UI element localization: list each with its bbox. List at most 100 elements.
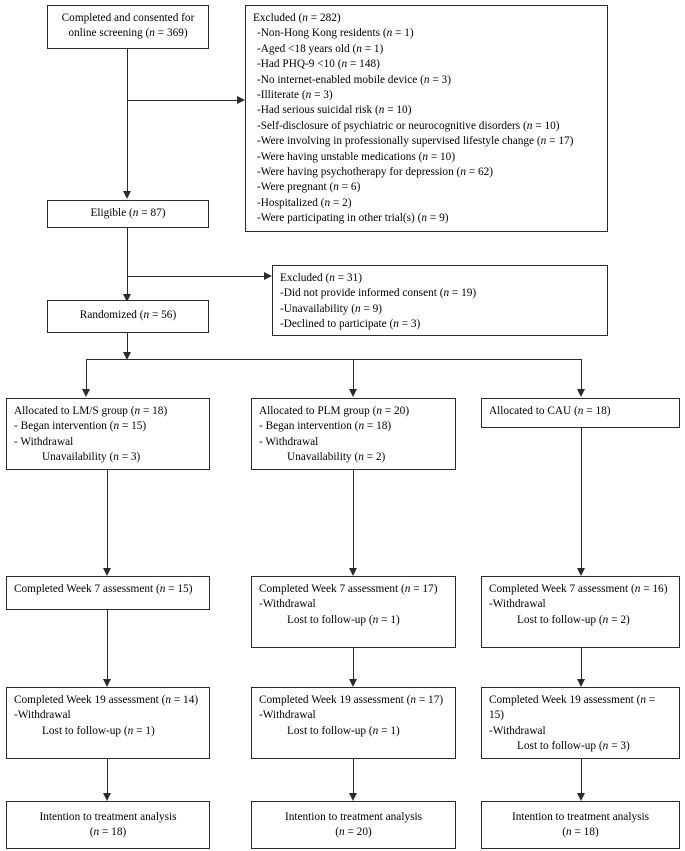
connector-plm-week7-to-week19 [353,648,354,680]
arrowhead-alloc-plm [349,389,357,397]
node-week7-plm: Completed Week 7 assessment (n = 17) -Wi… [251,576,456,648]
alloc-lms-line-3: - Withdrawal [14,435,74,448]
arrowhead-excluded-screening [237,96,245,104]
excluded-screening-item: -Were having psychotherapy for depressio… [257,166,494,179]
alloc-lms-line-1: Allocated to LM/S group (n = 18) [14,405,168,417]
week19-plm-line-1: Completed Week 19 assessment (n = 17) [259,694,444,706]
arrowhead-eligible [123,191,131,199]
arrowhead-week7-plm [349,568,357,576]
excluded-screening-item: -No internet-enabled mobile device (n = … [257,73,451,86]
excluded-screening-header: Excluded (n = 282) [253,12,341,24]
alloc-plm-line-4: Unavailability (n = 2) [287,451,386,464]
connector-lms-week7-to-week19 [107,610,108,680]
arrowhead-itt-cau [577,793,585,801]
itt-cau-line-1: Intention to treatment analysis [511,811,650,823]
excluded-screening-item: -Had serious suicidal risk (n = 10) [257,104,412,117]
arrowhead-week19-cau [577,679,585,687]
node-itt-plm: Intention to treatment analysis (n = 20) [251,801,456,849]
excluded-screening-item: -Self-disclosure of psychiatric or neuro… [257,119,560,132]
week19-cau-line-3: Lost to follow-up (n = 3) [517,740,630,753]
excluded-screening-item: -Hospitalized (n = 2) [257,196,352,209]
node-week7-cau: Completed Week 7 assessment (n = 16) -Wi… [481,576,680,648]
connector-eligible-to-randomized [127,228,128,295]
connector-plm-week19-to-itt [353,759,354,794]
alloc-lms-line-2: - Began intervention (n = 15) [14,420,147,433]
node-randomized: Randomized (n = 56) [47,300,209,333]
connector-cau-week7-to-week19 [581,648,582,680]
week19-lms-line-2: -Withdrawal [14,709,71,722]
excluded-screening-item: -Were participating in other trial(s) (n… [257,212,449,225]
week7-lms-line-1: Completed Week 7 assessment (n = 15) [14,583,193,595]
node-screened: Completed and consented for online scree… [47,5,209,49]
node-itt-lms: Intention to treatment analysis (n = 18) [6,801,210,849]
connector-lms-week19-to-itt [107,759,108,794]
week19-plm-line-2: -Withdrawal [259,709,316,722]
node-eligible: Eligible (n = 87) [47,200,209,228]
itt-plm-line-2: (n = 20) [335,826,372,839]
alloc-plm-line-2: - Began intervention (n = 18) [259,420,392,433]
connector-screened-to-excluded [127,100,237,101]
connector-eligible-to-excluded2 [127,276,264,277]
excluded-randomization-item: -Unavailability (n = 9) [280,302,383,315]
excluded-screening-item: -Were having unstable medications (n = 1… [257,150,456,163]
connector-bus-to-lms [86,359,87,390]
week7-cau-line-1: Completed Week 7 assessment (n = 16) [489,583,668,595]
arrowhead-allocation-bus [123,352,131,360]
excluded-screening-item: -Were pregnant (n = 6) [257,181,361,194]
connector-cau-alloc-to-week7 [581,428,582,569]
arrowhead-week7-cau [577,568,585,576]
node-screened-line-2: online screening (n = 369) [68,27,188,40]
node-week7-lms: Completed Week 7 assessment (n = 15) [6,576,210,610]
arrowhead-week19-lms [103,679,111,687]
week7-plm-line-2: -Withdrawal [259,598,316,611]
arrowhead-week19-plm [349,679,357,687]
alloc-plm-line-3: - Withdrawal [259,435,319,448]
arrowhead-randomized [123,294,131,302]
arrowhead-week7-lms [103,568,111,576]
week7-plm-line-1: Completed Week 7 assessment (n = 17) [259,583,438,595]
node-week19-plm: Completed Week 19 assessment (n = 17) -W… [251,687,456,759]
itt-plm-line-1: Intention to treatment analysis [284,811,423,823]
node-eligible-line-1: Eligible (n = 87) [90,207,166,219]
allocation-bus [86,359,581,360]
excluded-screening-item: -Illiterate (n = 3) [257,89,333,102]
connector-randomized-down [127,333,128,353]
week19-cau-line-1: Completed Week 19 assessment (n = 15) [489,694,656,722]
node-week19-cau: Completed Week 19 assessment (n = 15) -W… [481,687,680,759]
connector-lms-alloc-to-week7 [107,470,108,569]
arrowhead-itt-plm [349,793,357,801]
arrowhead-alloc-lms [82,389,90,397]
node-week19-lms: Completed Week 19 assessment (n = 14) -W… [6,687,210,759]
node-screened-line-1: Completed and consented for [61,12,195,24]
excluded-screening-item: -Had PHQ-9 <10 (n = 148) [257,58,380,71]
excluded-screening-item: -Non-Hong Kong residents (n = 1) [257,27,414,40]
connector-bus-to-plm [353,359,354,390]
node-itt-cau: Intention to treatment analysis (n = 18) [481,801,680,849]
itt-lms-line-2: (n = 18) [89,826,127,839]
excluded-screening-item: -Aged <18 years old (n = 1) [257,42,384,55]
week19-lms-line-1: Completed Week 19 assessment (n = 14) [14,694,199,706]
excluded-randomization-header: Excluded (n = 31) [280,272,362,284]
node-randomized-line-1: Randomized (n = 56) [79,309,177,321]
node-excluded-screening: Excluded (n = 282) -Non-Hong Kong reside… [245,5,608,232]
node-alloc-cau: Allocated to CAU (n = 18) [481,398,680,428]
excluded-randomization-item: -Declined to participate (n = 3) [280,318,421,331]
week7-plm-line-3: Lost to follow-up (n = 1) [287,613,400,626]
itt-lms-line-1: Intention to treatment analysis [39,811,177,823]
node-excluded-randomization: Excluded (n = 31) -Did not provide infor… [272,265,608,336]
node-alloc-lms: Allocated to LM/S group (n = 18) - Began… [6,398,210,470]
alloc-lms-line-4: Unavailability (n = 3) [42,451,141,464]
week7-cau-line-2: -Withdrawal [489,598,546,611]
node-alloc-plm: Allocated to PLM group (n = 20) - Began … [251,398,456,470]
alloc-plm-line-1: Allocated to PLM group (n = 20) [259,405,410,417]
connector-screened-to-eligible [127,49,128,192]
connector-bus-to-cau [581,359,582,390]
arrowhead-itt-lms [103,793,111,801]
connector-cau-week19-to-itt [581,759,582,794]
week19-plm-line-3: Lost to follow-up (n = 1) [287,724,400,737]
excluded-randomization-item: -Did not provide informed consent (n = 1… [280,287,477,300]
arrowhead-excluded-randomization [264,272,272,280]
alloc-cau-line-1: Allocated to CAU (n = 18) [489,405,611,417]
excluded-screening-item: -Were involving in professionally superv… [257,135,574,148]
